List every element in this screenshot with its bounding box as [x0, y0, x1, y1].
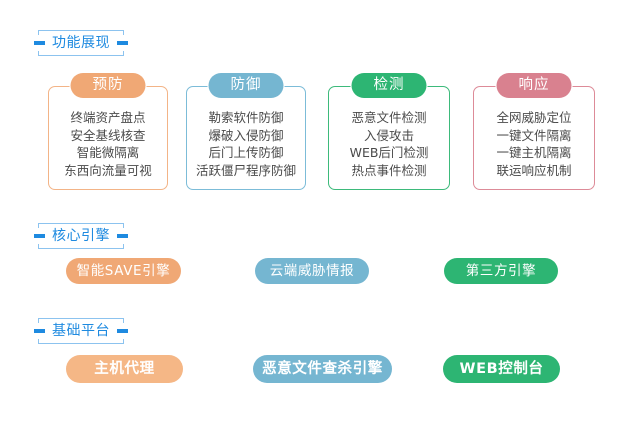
base-platform-pill-web-console[interactable]: WEB控制台 — [443, 355, 560, 383]
dash-right-icon — [117, 234, 128, 238]
dash-right-icon — [117, 41, 128, 45]
capability-item: 活跃僵尸程序防御 — [195, 162, 296, 178]
capability-item: 安全基线核查 — [70, 127, 146, 143]
capability-item-list: 终端资产盘点安全基线核查智能微隔离东西向流量可视 — [49, 109, 167, 179]
core-engine-pill-save[interactable]: 智能SAVE引擎 — [66, 258, 181, 284]
capability-item: WEB后门检测 — [349, 145, 429, 160]
capability-item: 一键主机隔离 — [496, 145, 572, 160]
capability-card-response[interactable]: 响应 全网威胁定位一键文件隔离一键主机隔离联运响应机制 — [473, 73, 595, 190]
dash-left-icon — [34, 329, 45, 333]
capability-item: 一键文件隔离 — [496, 127, 572, 143]
capability-card-prevention[interactable]: 预防 终端资产盘点安全基线核查智能微隔离东西向流量可视 — [48, 73, 168, 190]
dash-right-icon — [117, 329, 128, 333]
capability-item: 全网威胁定位 — [496, 110, 572, 125]
dash-left-icon — [34, 234, 45, 238]
capability-item-list: 勒索软件防御爆破入侵防御后门上传防御活跃僵尸程序防御 — [187, 109, 305, 179]
section-label-text: 核心引擎 — [48, 227, 114, 245]
capability-item: 终端资产盘点 — [70, 110, 146, 125]
core-engine-pill-cloud-intel[interactable]: 云端威胁情报 — [255, 258, 369, 284]
core-engine-pill-third-party[interactable]: 第三方引擎 — [444, 258, 558, 284]
capability-item: 联运响应机制 — [496, 162, 572, 178]
capability-item: 勒索软件防御 — [208, 110, 284, 125]
capability-item: 智能微隔离 — [76, 145, 140, 160]
base-platform-pill-malware-engine[interactable]: 恶意文件查杀引擎 — [253, 355, 392, 383]
capability-card-title: 预防 — [70, 73, 146, 98]
capability-item: 入侵攻击 — [363, 127, 414, 143]
capability-item-list: 恶意文件检测入侵攻击 WEB后门检测热点事件检测 — [329, 109, 449, 179]
base-platform-pill-host-agent[interactable]: 主机代理 — [66, 355, 183, 383]
dash-left-icon — [34, 41, 45, 45]
section-label-core-engine: 核心引擎 — [34, 223, 128, 249]
capability-item: 恶意文件检测 — [351, 110, 427, 125]
capability-item: 爆破入侵防御 — [208, 127, 284, 143]
capability-item-list: 全网威胁定位一键文件隔离一键主机隔离联运响应机制 — [474, 109, 594, 179]
capability-item: 东西向流量可视 — [64, 162, 152, 178]
capability-card-title: 响应 — [496, 73, 572, 98]
capability-card-title: 检测 — [351, 73, 427, 98]
capability-item: 后门上传防御 — [208, 145, 284, 160]
section-label-text: 功能展现 — [48, 34, 114, 52]
capability-item: 热点事件检测 — [351, 162, 427, 178]
capability-card-detection[interactable]: 检测 恶意文件检测入侵攻击 WEB后门检测热点事件检测 — [328, 73, 450, 190]
section-label-text: 基础平台 — [48, 322, 114, 340]
capability-card-title: 防御 — [208, 73, 284, 98]
section-label-capabilities: 功能展现 — [34, 30, 128, 56]
capability-card-defense[interactable]: 防御 勒索软件防御爆破入侵防御后门上传防御活跃僵尸程序防御 — [186, 73, 306, 190]
section-label-base-platform: 基础平台 — [34, 318, 128, 344]
